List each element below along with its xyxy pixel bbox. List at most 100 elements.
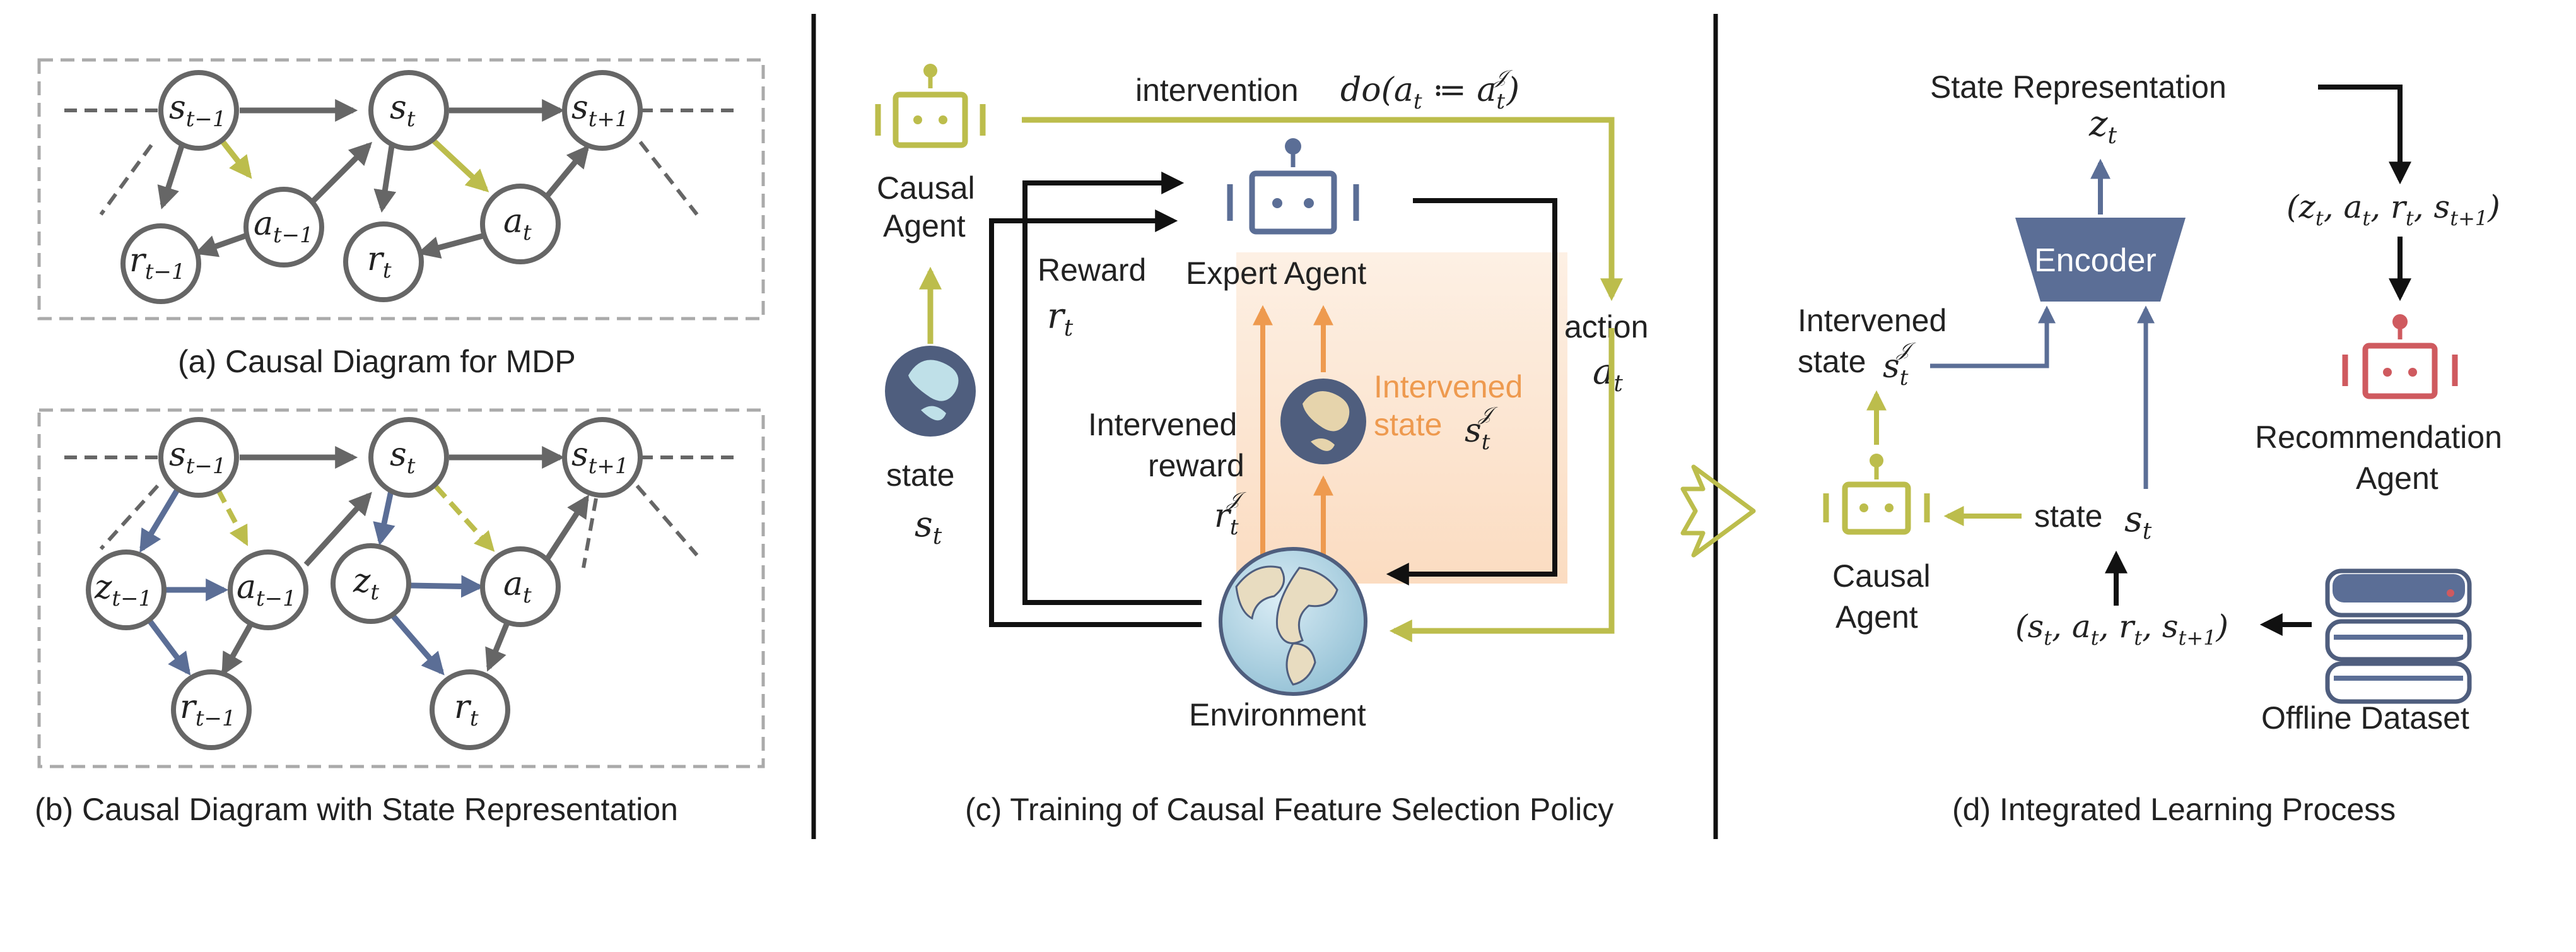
state-math: st: [915, 504, 942, 549]
node-z-prev: zt−1: [86, 549, 167, 630]
edge-dashed: [99, 484, 160, 551]
expert-agent-label: Expert Agent: [1186, 256, 1366, 291]
causal-agent-label-line1: Causal: [877, 170, 975, 206]
svg-text:st−1: st−1: [169, 436, 226, 479]
state-repr-to-tuple-arrow: [2318, 85, 2411, 185]
environment-to-expert-arrow-outer: [989, 209, 1202, 627]
edge-a-prev-to-r-prev: [221, 620, 255, 676]
reward-math: rt: [1047, 296, 1074, 341]
edge-a-to-s-next: [545, 144, 590, 197]
panel-a-frame: [37, 58, 765, 320]
edge-a-to-r: [417, 230, 493, 259]
panel-a-caption: (a) Causal Diagram for MDP: [178, 344, 576, 379]
edge-z-to-a: [409, 575, 484, 598]
hollow-arrow-icon: [1680, 464, 1756, 558]
edge-a-to-r: [485, 620, 511, 672]
node-s-prev: st−1: [158, 70, 239, 151]
expert-action-arrow: [1386, 198, 1557, 585]
causal-agent-label-line2: Agent: [883, 208, 966, 244]
intervention-arrow: [1022, 117, 1623, 302]
state-math: st: [2124, 499, 2152, 544]
edge-a-prev-to-s: [303, 491, 372, 567]
node-s-prev: st−1: [158, 417, 239, 498]
svg-text:at: at: [503, 565, 532, 608]
svg-text:rt: rt: [367, 240, 392, 283]
edge-s-prev-to-a-prev: [217, 136, 252, 179]
edge-dashed: [635, 485, 699, 556]
svg-text:at−1: at−1: [254, 205, 313, 248]
action-label: action: [1564, 309, 1648, 344]
edge-z-prev-to-r-prev: [148, 620, 191, 676]
svg-text:st+1: st+1: [571, 89, 628, 132]
recommendation-agent-label-line2: Agent: [2356, 461, 2438, 496]
node-r: rt: [343, 221, 424, 302]
svg-text:st−1: st−1: [169, 89, 226, 132]
node-s: st: [368, 417, 449, 498]
svg-text:at: at: [503, 203, 532, 245]
node-a-prev: at−1: [243, 187, 324, 267]
reward-label: Reward: [1038, 252, 1146, 288]
panel-d-caption: (d) Integrated Learning Process: [1952, 792, 2396, 827]
svg-text:rt−1: rt−1: [180, 688, 236, 731]
intervention-math: do(at ≔ at𝒥): [1340, 66, 1519, 114]
edge-s-to-a: [433, 484, 495, 552]
intervened-action-arrow: [1389, 328, 1615, 642]
edge-dashed: [638, 141, 699, 216]
svg-text:st: st: [390, 436, 416, 479]
causal-agent-robot-icon: [1823, 454, 1930, 535]
state-representation-label: State Representation: [1930, 69, 2227, 105]
encoder-block-icon: Encoder: [2015, 218, 2186, 302]
state-label: state: [886, 457, 954, 493]
node-r-prev: rt−1: [120, 223, 201, 304]
svg-text:st+1: st+1: [571, 436, 628, 479]
edge-s-to-r: [373, 141, 397, 213]
edge-s-to-z: [373, 490, 395, 546]
state-label: state: [2034, 498, 2102, 534]
edge-s-to-a: [428, 135, 489, 192]
intervened-state-label-line2: state: [1798, 344, 1866, 379]
intervened-state-label-line1: Intervened: [1798, 303, 1947, 338]
node-s-next: st+1: [562, 417, 643, 498]
action-math: at: [1593, 351, 1623, 397]
z-math: zt: [2088, 103, 2117, 149]
panel-b-caption: (b) Causal Diagram with State Representa…: [35, 792, 678, 827]
edge-s-prev-to-a-prev: [215, 488, 249, 546]
intervention-label: intervention: [1135, 73, 1299, 108]
recommendation-agent-robot-icon: [2342, 314, 2458, 399]
node-s-next: st+1: [562, 70, 643, 151]
edge-dashed: [582, 498, 598, 568]
intervened-state-math: st𝒥: [1883, 339, 1916, 391]
svg-text:zt−1: zt−1: [94, 568, 152, 611]
edge-dashed: [99, 144, 153, 216]
offline-dataset-database-icon: [2325, 568, 2472, 704]
intervened-state-to-encoder-arrow: [1930, 305, 2056, 368]
encoder-label: Encoder: [2034, 242, 2157, 279]
edge-a-to-s-next: [543, 494, 589, 563]
svg-text:rt: rt: [454, 688, 479, 731]
node-a-prev: at−1: [228, 549, 308, 630]
intervened-state-label-line2: state: [1374, 407, 1442, 442]
panel-a: st−1 st st+1 at−1 at rt−1 rt (a) Causal …: [37, 58, 765, 379]
recommendation-agent-label-line1: Recommendation: [2255, 420, 2502, 455]
node-r: rt: [430, 669, 510, 750]
edge-a-prev-to-s: [307, 141, 373, 208]
panel-b: st−1 st st+1 zt−1 at−1 zt at rt−1: [35, 408, 765, 827]
intervened-reward-label-line2: reward: [1148, 448, 1244, 483]
svg-text:st: st: [390, 89, 416, 132]
panel-c: intervention do(at ≔ at𝒥) Causal Agent s…: [875, 64, 1648, 827]
causal-agent-robot-icon: [875, 64, 986, 148]
node-s: st: [368, 70, 449, 151]
causal-agent-label-line2: Agent: [1835, 599, 1918, 635]
environment-label: Environment: [1189, 697, 1366, 732]
offline-dataset-label: Offline Dataset: [2261, 700, 2469, 736]
edge-z-to-r: [390, 613, 445, 676]
edge-s-prev-to-z-prev: [139, 487, 180, 553]
intervened-state-label-line1: Intervened: [1374, 369, 1523, 404]
node-a: at: [480, 546, 561, 627]
state-brain-icon: [885, 346, 976, 437]
panel-d: State Representation zt Encoder Interven…: [1798, 69, 2502, 827]
panel-b-frame: [37, 408, 765, 768]
expert-agent-robot-icon: [1227, 138, 1359, 235]
